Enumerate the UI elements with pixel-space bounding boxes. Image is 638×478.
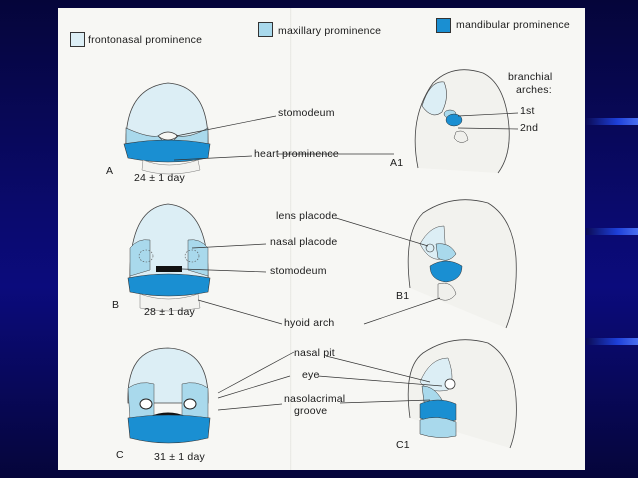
- label-heart-prominence: heart prominence: [254, 148, 339, 160]
- label-arch-2nd: 2nd: [520, 122, 539, 134]
- label-nasolacrimal: nasolacrimal: [284, 393, 346, 405]
- stage-b-letter: B: [112, 299, 120, 311]
- stage-c-side: [407, 339, 517, 449]
- label-groove: groove: [294, 405, 328, 417]
- stage-b-side: [407, 199, 517, 329]
- stage-c-side-label: C1: [396, 439, 410, 451]
- stage-b-age: 28 ± 1 day: [144, 306, 195, 318]
- label-hyoid-arch: hyoid arch: [284, 317, 335, 329]
- label-arch-1st: 1st: [520, 105, 535, 117]
- slide-accent-bar-3: [586, 338, 638, 345]
- label-stomodeum-b: stomodeum: [270, 265, 327, 277]
- stage-c-letter: C: [116, 449, 124, 461]
- legend-swatch-frontonasal: [70, 32, 85, 47]
- label-branchial: branchial: [508, 71, 553, 83]
- stage-a-side: [414, 69, 510, 174]
- label-nasal-pit: nasal pit: [294, 347, 335, 359]
- label-stomodeum-a: stomodeum: [278, 107, 335, 119]
- label-arches: arches:: [516, 84, 552, 96]
- legend-swatch-mandibular: [436, 18, 451, 33]
- embryo-face-plate: frontonasal prominence maxillary promine…: [58, 8, 585, 470]
- legend-label-frontonasal: frontonasal prominence: [88, 34, 203, 46]
- slide-accent-bar-1: [586, 118, 638, 125]
- label-lens-placode: lens placode: [276, 210, 338, 222]
- stage-b-side-label: B1: [396, 290, 410, 302]
- stage-a-frontal: [123, 82, 211, 175]
- embryo-illustrations: [123, 69, 519, 449]
- legend-label-maxillary: maxillary prominence: [278, 25, 382, 37]
- leader-lines: [173, 112, 519, 411]
- legend-swatch-maxillary: [258, 22, 273, 37]
- stage-c-age: 31 ± 1 day: [154, 451, 205, 463]
- label-eye: eye: [302, 369, 320, 381]
- page-fold: [290, 8, 292, 470]
- stage-b-frontal: [127, 203, 211, 312]
- label-nasal-placode: nasal placode: [270, 236, 338, 248]
- stage-a-age: 24 ± 1 day: [134, 172, 185, 184]
- legend-label-mandibular: mandibular prominence: [456, 19, 570, 31]
- stage-a-letter: A: [106, 165, 114, 177]
- slide-accent-bar-2: [586, 228, 638, 235]
- stage-c-frontal: [127, 347, 211, 444]
- stage-a-side-label: A1: [390, 157, 404, 169]
